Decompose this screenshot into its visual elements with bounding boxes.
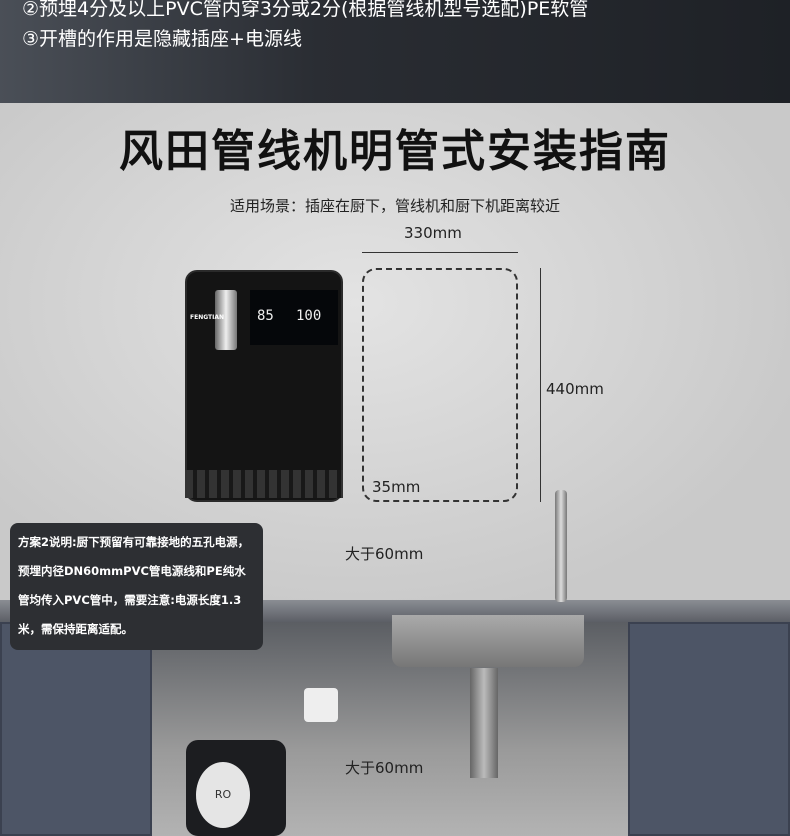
temp-right: 100 (296, 308, 322, 324)
height-label: 440mm (546, 380, 604, 398)
instruction-2: ②预埋4分及以上PVC管内穿3分或2分(根据管线机型号选配)PE软管 (22, 0, 589, 20)
hole-label-upper: 大于60mm (345, 545, 424, 563)
temp-left: 85 (257, 308, 274, 324)
drain-pipe (470, 668, 498, 778)
height-dimension-line (540, 268, 541, 502)
drip-tray (185, 470, 343, 498)
ro-purifier: RO (186, 740, 286, 836)
hole-label-lower: 大于60mm (345, 759, 424, 777)
page-title: 风田管线机明管式安装指南 (119, 126, 671, 177)
sink (392, 615, 584, 667)
ro-label: RO (196, 762, 250, 828)
header-banner: ②预埋4分及以上PVC管内穿3分或2分(根据管线机型号选配)PE软管 ③开槽的作… (0, 0, 790, 103)
kitchen-tap (555, 490, 567, 602)
cabinet-right (628, 622, 790, 836)
faucet-nozzle (215, 290, 237, 350)
cabinet-left (0, 622, 152, 836)
instruction-3: ③开槽的作用是隐藏插座+电源线 (22, 28, 302, 50)
display-screen: 85 100 (250, 290, 338, 345)
mounting-area-outline (362, 268, 518, 502)
subtitle: 适用场景：插座在厨下，管线机和厨下机距离较近 (229, 197, 560, 215)
width-dimension-line (362, 252, 518, 253)
offset-label: 35mm (372, 478, 421, 496)
wall-background (0, 103, 790, 603)
brand-logo: FENGTIAN (190, 314, 225, 321)
power-outlet (304, 688, 338, 722)
plan-note: 方案2说明:厨下预留有可靠接地的五孔电源，预埋内径DN60mmPVC管电源线和P… (10, 523, 263, 650)
width-label: 330mm (404, 224, 462, 242)
